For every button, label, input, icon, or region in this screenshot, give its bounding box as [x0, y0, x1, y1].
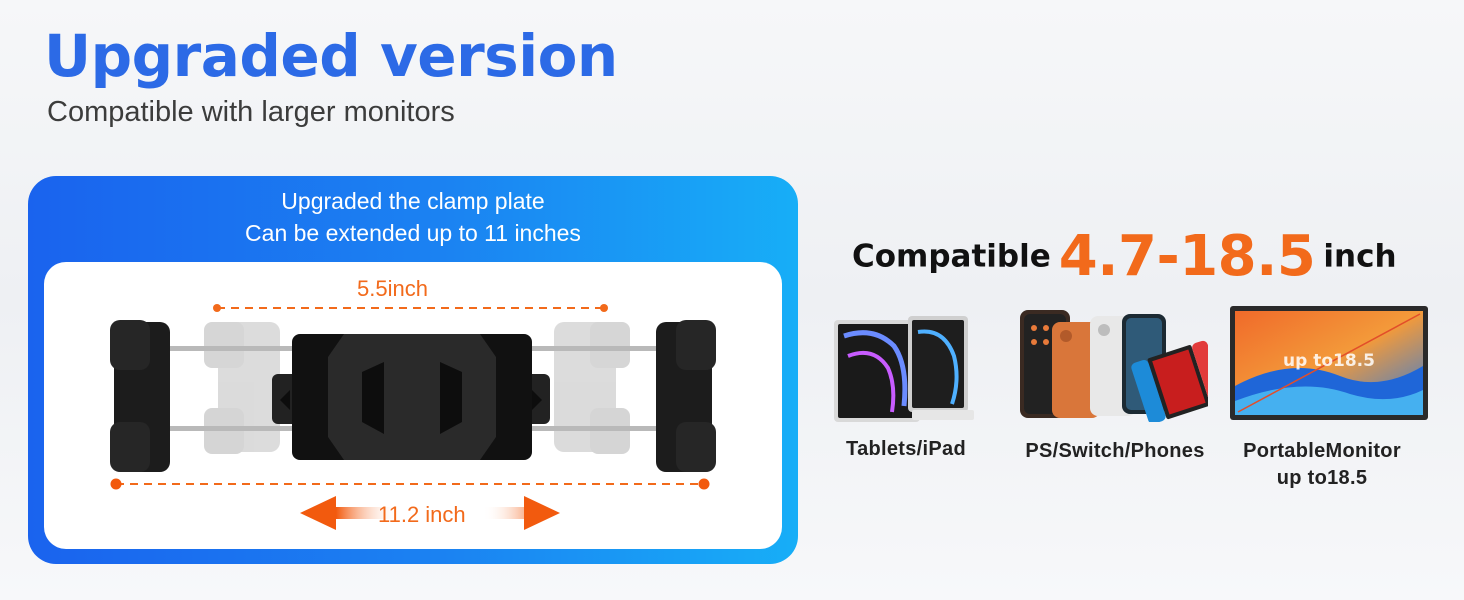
retracted-clamp-left	[204, 322, 280, 454]
device-label-tablets: Tablets/iPad	[846, 438, 966, 460]
device-label-monitor-line1: PortableMonitor	[1243, 440, 1401, 462]
clamp-right	[656, 320, 716, 472]
monitor-screen-text: up to18.5	[1283, 351, 1375, 371]
phones-switch-image	[1018, 306, 1208, 422]
panel-subheading: Can be extended up to 11 inches	[245, 220, 581, 246]
compat-range: 4.7-18.5	[1058, 224, 1316, 289]
retracted-clamp-right	[554, 322, 630, 454]
clamp-illustration-card: 5.5inch 11.2 inch	[44, 262, 782, 549]
device-label-monitor: PortableMonitor up to18.5	[1224, 440, 1420, 490]
tablet-image	[834, 316, 974, 422]
clamp-left	[110, 320, 170, 472]
compat-prefix: Compatible	[852, 238, 1051, 275]
clamp-illustration	[110, 304, 716, 530]
device-label-monitor-line2: up to18.5	[1276, 467, 1368, 489]
short-dimension-line	[213, 304, 608, 312]
portable-monitor-image: up to18.5	[1230, 306, 1428, 420]
page-subtitle: Compatible with larger monitors	[47, 96, 455, 128]
clamp-center-body	[272, 334, 550, 460]
long-dimension-line	[110, 478, 710, 490]
short-dimension-label: 5.5inch	[357, 276, 428, 301]
long-dimension-label: 11.2 inch	[378, 502, 466, 527]
device-label-phones: PS/Switch/Phones	[1025, 440, 1205, 462]
page-title: Upgraded version	[44, 22, 618, 90]
compat-unit: inch	[1323, 238, 1397, 275]
extension-arrow	[300, 496, 560, 530]
clamp-feature-panel: Upgraded the clamp plate Can be extended…	[28, 176, 798, 564]
panel-heading: Upgraded the clamp plate	[281, 188, 545, 214]
